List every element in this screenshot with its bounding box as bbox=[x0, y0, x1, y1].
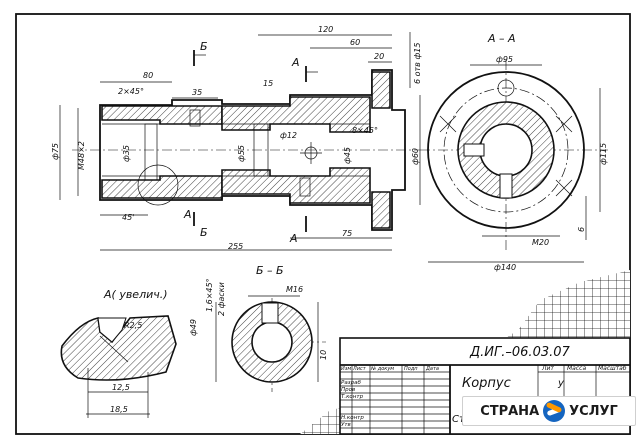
watermark-badge: СТРАНА УСЛУГ bbox=[462, 396, 636, 426]
main-view-dimensions bbox=[59, 32, 421, 251]
handshake-logo-icon bbox=[543, 400, 566, 422]
dim-d115: ф115 bbox=[599, 143, 608, 165]
section-mark-a-bottom: А bbox=[289, 232, 298, 245]
row-label-izm: Изм bbox=[341, 366, 351, 372]
stamp-header-mass: Масса bbox=[567, 365, 586, 372]
dim-d45: ф45 bbox=[343, 147, 352, 164]
main-view-labels: 120 60 20 80 2×45° 35 15 6 отв ф15 ф75 М… bbox=[51, 25, 422, 251]
row-label-razrab: Разраб bbox=[341, 380, 361, 386]
dim-60: 60 bbox=[350, 38, 360, 47]
dim-12-5: 12,5 bbox=[112, 383, 130, 392]
row-label-nkontr: Н.контр bbox=[341, 415, 364, 421]
dim-80: 80 bbox=[143, 71, 153, 80]
dim-d140: ф140 bbox=[494, 263, 516, 272]
row-label-prov: Пров bbox=[341, 387, 355, 393]
dim-10: 10 bbox=[319, 350, 328, 360]
section-mark-b-bottom: Б bbox=[200, 226, 208, 239]
dim-2-chamfers: 2 фаски bbox=[217, 282, 226, 316]
title-block-labels: Д.ИГ.–06.03.07 Корпус Лит Масса Масштаб … bbox=[341, 345, 627, 428]
section-aa-title: А – А bbox=[487, 32, 516, 45]
dim-120: 120 bbox=[318, 25, 333, 34]
row-label-doc: № докум bbox=[370, 366, 394, 372]
dim-d35: ф35 bbox=[122, 145, 131, 162]
section-aa-labels: А – А ф95 ф115 М20 6 ф140 bbox=[487, 32, 608, 272]
detail-a-view bbox=[60, 315, 177, 418]
section-aa-view bbox=[420, 60, 608, 263]
document-code: Д.ИГ.–06.03.07 bbox=[469, 345, 571, 360]
stamp-bottom-text: Ст bbox=[452, 414, 466, 425]
dim-chamfer-8x45: 8×45° bbox=[352, 126, 378, 135]
dim-6: 6 bbox=[577, 227, 586, 232]
row-label-list: Лист bbox=[352, 366, 367, 372]
dim-255: 255 bbox=[228, 242, 243, 251]
dim-18-5: 18,5 bbox=[110, 405, 128, 414]
dim-35: 35 bbox=[192, 88, 202, 97]
dim-r2-5: R2,5 bbox=[124, 321, 142, 330]
section-bb-title: Б – Б bbox=[256, 264, 284, 277]
dim-d49: ф49 bbox=[189, 319, 198, 336]
dim-d75: ф75 bbox=[51, 143, 60, 160]
dim-20: 20 bbox=[374, 52, 384, 61]
dim-d55: ф55 bbox=[237, 145, 246, 162]
dim-6-holes: 6 отв ф15 bbox=[413, 43, 422, 84]
stamp-header-scale: Масштаб bbox=[598, 365, 627, 372]
part-name: Корпус bbox=[462, 376, 511, 391]
dim-d60: ф60 bbox=[411, 148, 420, 165]
row-label-sign: Подп bbox=[404, 366, 418, 372]
main-view bbox=[72, 69, 420, 231]
stamp-litera: у bbox=[557, 378, 565, 389]
dim-d95: ф95 bbox=[496, 55, 513, 64]
stamp-header-lit: Лит bbox=[541, 365, 554, 372]
watermark-left-text: СТРАНА bbox=[480, 403, 540, 419]
dim-m16: М16 bbox=[286, 285, 303, 294]
dim-chamfer-2x45: 2×45° bbox=[118, 87, 144, 96]
dim-45: 45' bbox=[122, 213, 134, 222]
section-mark-b-top: Б bbox=[200, 40, 208, 53]
dim-d12: ф12 bbox=[280, 131, 297, 140]
dim-m20: М20 bbox=[532, 238, 549, 247]
detail-a-labels: А( увелич.) R2,5 12,5 18,5 bbox=[103, 288, 168, 414]
section-bb-labels: Б – Б ф49 1,6×45° 2 фаски М16 10 bbox=[189, 264, 328, 360]
section-bb-view bbox=[215, 295, 326, 392]
watermark-right-text: УСЛУГ bbox=[569, 403, 618, 419]
detail-a-title: А( увелич.) bbox=[103, 288, 168, 301]
dim-chamfer-1-6x45: 1,6×45° bbox=[205, 278, 214, 312]
detail-mark-a: А bbox=[183, 208, 192, 221]
section-mark-a-top: А bbox=[291, 56, 300, 69]
dim-75: 75 bbox=[342, 229, 352, 238]
row-label-tkontr: Т.контр bbox=[341, 394, 364, 400]
row-label-utv: Утв bbox=[341, 422, 351, 428]
dim-15: 15 bbox=[263, 79, 273, 88]
dim-m48: М48×2 bbox=[77, 141, 86, 170]
row-label-date: Дата bbox=[425, 366, 439, 372]
